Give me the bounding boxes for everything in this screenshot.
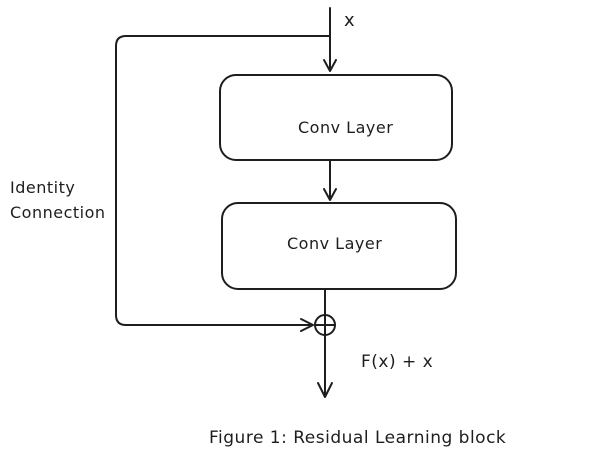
identity-connection-path bbox=[115, 35, 331, 326]
output-label: F(x) + x bbox=[361, 352, 434, 372]
identity-arrow-head bbox=[300, 318, 314, 332]
conv-layer-2-box bbox=[221, 202, 457, 290]
conv-layer-1-label: Conv Layer bbox=[298, 118, 394, 137]
input-label: x bbox=[344, 10, 356, 31]
figure-caption: Figure 1: Residual Learning block bbox=[209, 428, 507, 448]
identity-label-line-1: Identity bbox=[10, 178, 76, 197]
output-arrow-head bbox=[317, 382, 333, 398]
between-layers-arrow-head bbox=[323, 188, 337, 201]
input-arrow-head bbox=[323, 59, 337, 72]
identity-label-line-2: Connection bbox=[10, 203, 106, 222]
conv-layer-2-label: Conv Layer bbox=[287, 234, 383, 253]
conv-layer-1-box bbox=[219, 74, 453, 161]
identity-connection-label: Identity Connection bbox=[10, 175, 106, 225]
